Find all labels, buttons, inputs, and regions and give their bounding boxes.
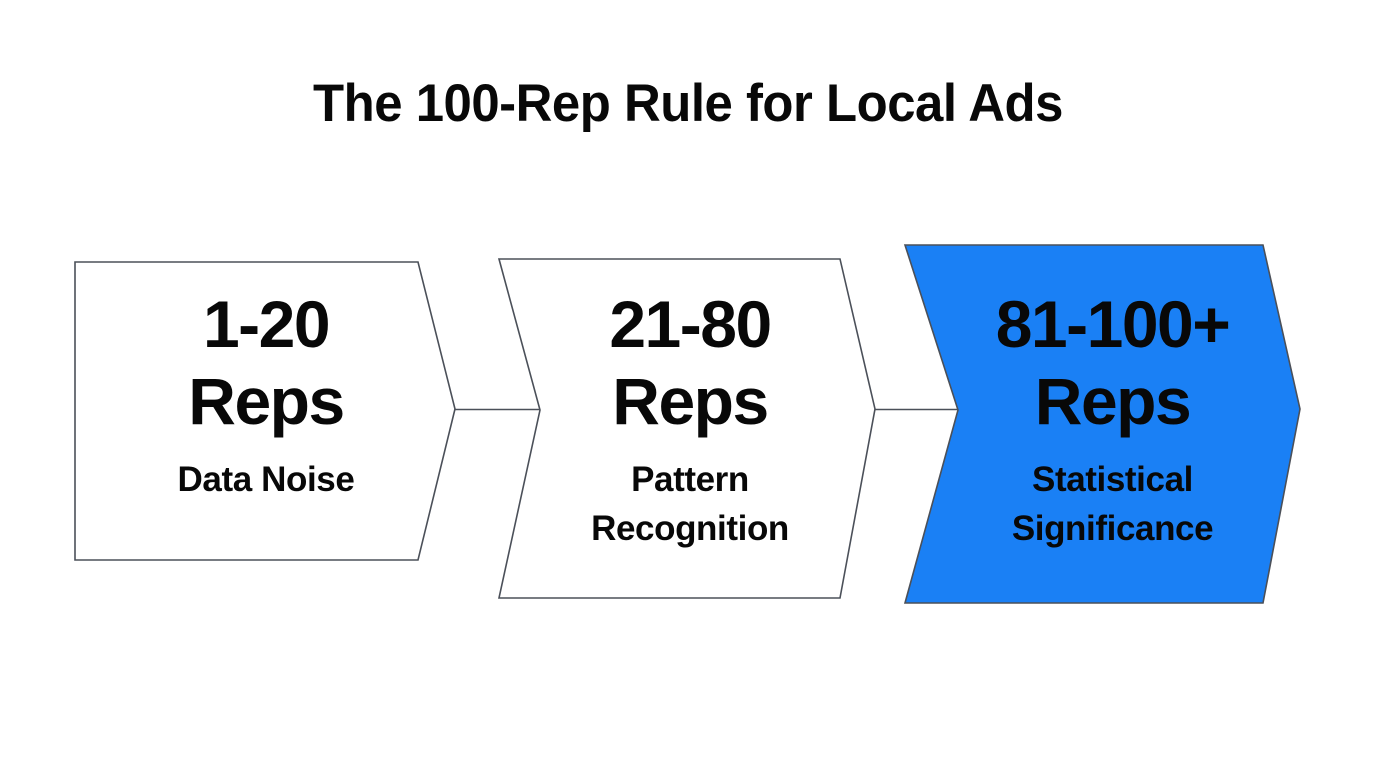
stage-2-unit: Reps: [612, 364, 769, 438]
stage-2-range: 21-80: [609, 287, 772, 361]
stage-3-label: Statistical Significance: [940, 455, 1285, 553]
stage-3-label-line1: Statistical: [1032, 460, 1193, 499]
stage-3-label-line2: Significance: [1011, 509, 1214, 548]
stage-3-text-group: 81-100+ Reps Statistical Significance: [940, 286, 1285, 553]
stage-2-label: Pattern Recognition: [520, 455, 860, 553]
stage-1-text-group: 1-20 Reps Data Noise: [96, 286, 436, 504]
stage-1-range: 1-20: [202, 287, 331, 361]
chevron-stage-1[interactable]: [74, 261, 456, 561]
chevron-stage-3[interactable]: [903, 244, 1301, 604]
stage-3-unit: Reps: [1034, 364, 1192, 438]
stage-1-unit: Reps: [188, 364, 345, 438]
page-title: The 100-Rep Rule for Local Ads: [313, 74, 1063, 133]
stage-2-label-line1: Pattern: [631, 460, 749, 499]
stage-2-text-group: 21-80 Reps Pattern Recognition: [520, 286, 860, 553]
stage-3-range: 81-100+: [995, 287, 1231, 361]
chevron-stage-2[interactable]: [497, 258, 876, 599]
stage-2-label-line2: Recognition: [591, 509, 789, 548]
stage-1-label: Data Noise: [177, 460, 355, 499]
